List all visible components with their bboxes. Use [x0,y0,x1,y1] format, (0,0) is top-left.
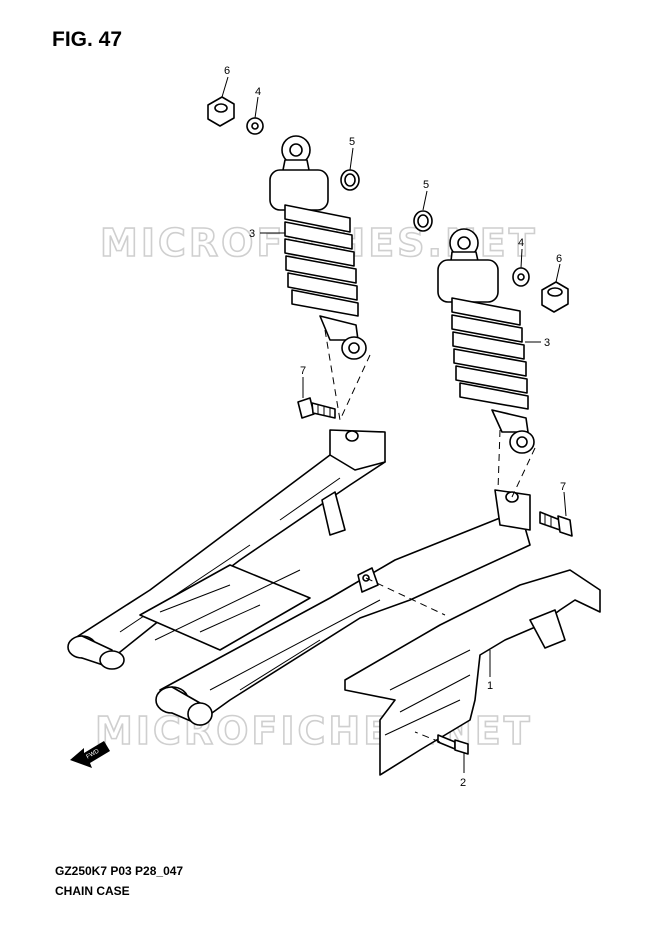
washer-right-5 [413,210,433,232]
nut-right [541,281,569,313]
bolt-right-7 [539,511,573,537]
callout-3-left: 3 [249,228,255,240]
nut-left [207,96,235,127]
washer-left-5 [340,169,360,191]
callout-7-left: 7 [300,365,306,377]
footer-model-code: GZ250K7 P03 P28_047 [55,864,184,878]
footer-section-name: CHAIN CASE [55,884,130,898]
figure-title: FIG. 47 [52,28,123,51]
shock-absorber-right [437,228,535,454]
callout-5-left: 5 [349,136,355,148]
bolt-2 [437,734,469,755]
swingarm [67,429,531,726]
leader-lines [221,76,567,773]
callout-5-right: 5 [423,179,429,191]
callout-3-right: 3 [544,337,550,349]
shock-absorber-left [269,135,367,360]
bolt-left-7 [297,397,336,419]
callout-6-left: 6 [224,65,230,77]
washer-left-4 [246,117,264,135]
callout-4-left: 4 [255,86,261,98]
callout-2: 2 [460,777,466,789]
callout-1: 1 [487,680,493,692]
fwd-arrow-icon: FWD [70,741,110,768]
callout-6-right: 6 [556,253,562,265]
callout-7-right: 7 [560,481,566,493]
callout-4-right: 4 [518,237,524,249]
washer-right-4 [512,267,530,287]
assembly-lines [324,329,536,743]
chain-case [344,569,601,776]
